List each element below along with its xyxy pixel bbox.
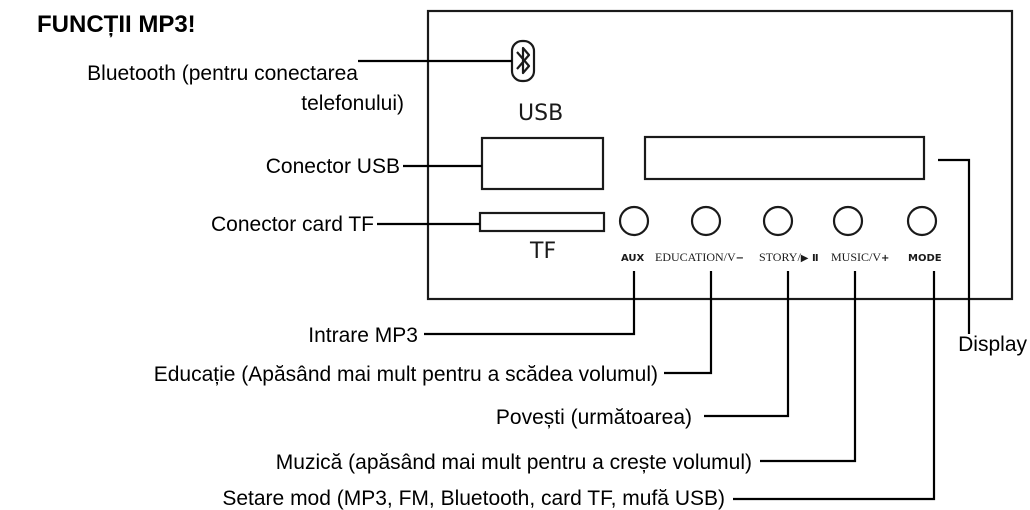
display-callout: Display <box>958 333 1027 356</box>
education-callout: Educație (Apăsând mai mult pentru a scăd… <box>154 363 658 386</box>
mp3-input-callout: Intrare MP3 <box>308 324 418 347</box>
education-button[interactable] <box>690 205 722 237</box>
display-window <box>643 135 926 181</box>
education-label: EDUCATION/V− <box>655 250 744 264</box>
mode-leader-line <box>733 271 936 501</box>
bluetooth-icon <box>510 39 536 83</box>
story-button[interactable] <box>762 205 794 237</box>
diagram-title: FUNCȚII MP3! <box>37 11 196 38</box>
mode-label: MODE <box>908 253 942 264</box>
stories-callout: Povești (următoarea) <box>496 406 692 429</box>
mode-button[interactable] <box>906 205 938 237</box>
mp3-input-leader-line <box>424 271 636 336</box>
tf-panel-label: TF <box>529 239 556 264</box>
music-leader-line <box>760 271 857 463</box>
stories-leader-line <box>704 271 790 418</box>
aux-button[interactable] <box>618 205 650 237</box>
display-leader-line <box>938 158 971 334</box>
usb-panel-label: USB <box>518 101 563 126</box>
bluetooth-callout-line2: telefonului) <box>301 92 404 115</box>
music-callout: Muzică (apăsând mai mult pentru a crește… <box>276 451 752 474</box>
tf-card-slot <box>478 211 606 233</box>
tf-connector-callout: Conector card TF <box>211 213 374 236</box>
aux-label: AUX <box>621 253 645 264</box>
story-label: STORY/▶ Ⅱ <box>759 250 819 264</box>
music-label: MUSIC/V+ <box>831 250 889 264</box>
music-button[interactable] <box>832 205 864 237</box>
mode-callout: Setare mod (MP3, FM, Bluetooth, card TF,… <box>222 487 725 510</box>
education-leader-line <box>664 271 713 375</box>
bluetooth-callout-line1: Bluetooth (pentru conectarea <box>87 62 358 85</box>
usb-port <box>480 136 605 191</box>
usb-connector-callout: Conector USB <box>266 155 400 178</box>
